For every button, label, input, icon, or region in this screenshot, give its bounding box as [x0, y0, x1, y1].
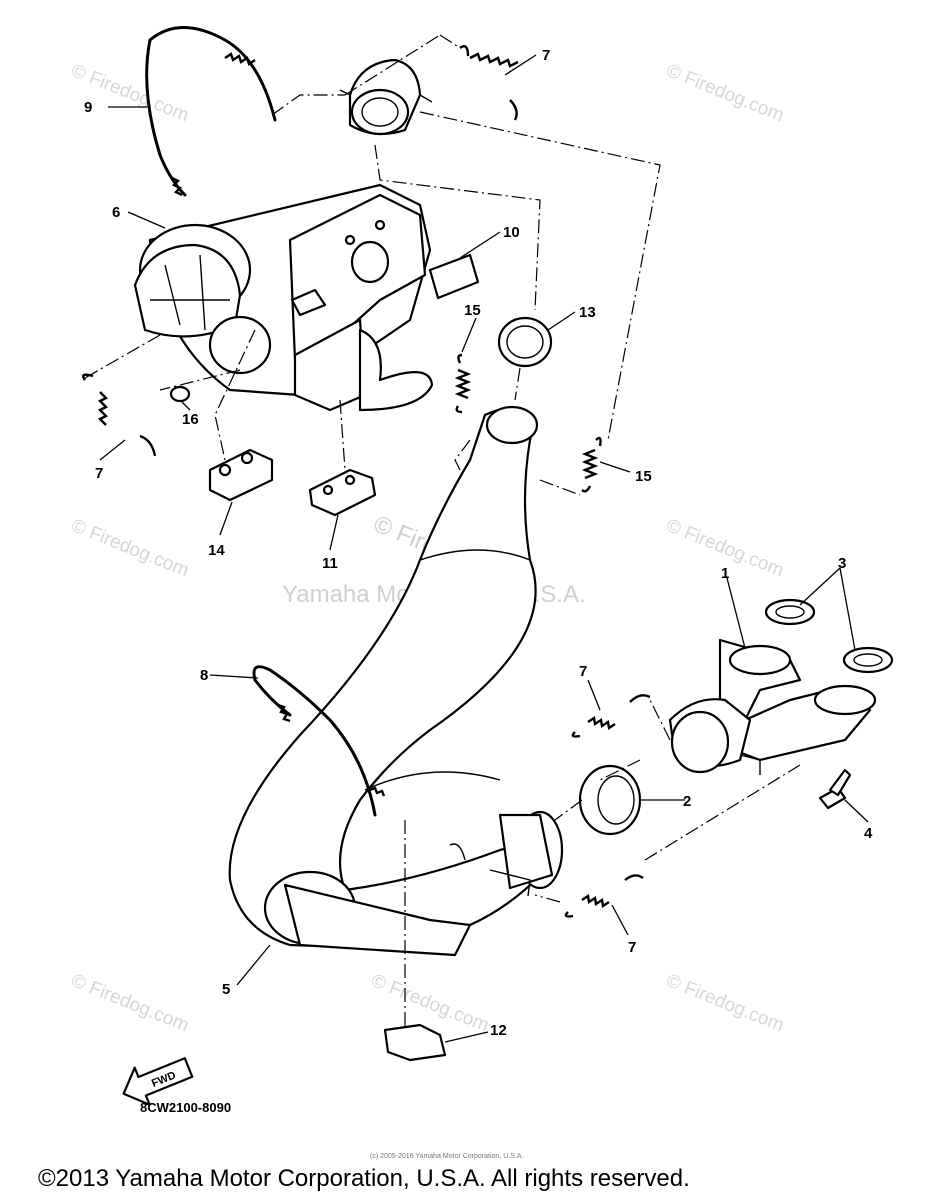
- wire-band-9: [145, 26, 277, 197]
- watermark: © Firedog.com: [663, 60, 787, 126]
- callout-7-top: 7: [542, 47, 550, 64]
- callout-7-left: 7: [95, 465, 103, 482]
- callout-7-bottom: 7: [628, 939, 636, 956]
- watermark: © Firedog.com: [663, 970, 787, 1036]
- copyright-footer: ©2013 Yamaha Motor Corporation, U.S.A. A…: [38, 1165, 690, 1192]
- callout-10: 10: [503, 224, 520, 241]
- callout-6: 6: [112, 204, 120, 221]
- callout-5: 5: [222, 981, 230, 998]
- callout-8: 8: [200, 667, 208, 684]
- callout-11: 11: [322, 555, 338, 572]
- watermark: © Firedog.com: [68, 970, 192, 1036]
- callout-4: 4: [864, 825, 873, 842]
- callout-12: 12: [490, 1022, 507, 1039]
- leader-lines: [99, 54, 869, 1043]
- damper-14: [208, 448, 274, 502]
- damper-11: [308, 468, 377, 517]
- wire-band-8: [252, 665, 386, 817]
- callout-15-right: 15: [635, 468, 652, 485]
- watermark: © Firedog.com: [68, 60, 192, 126]
- springs: [82, 45, 651, 918]
- callout-16: 16: [182, 411, 199, 428]
- gasket-3: [764, 598, 894, 674]
- callouts: 9 6 7 10 15 13 15 7 16 14 11 8 1 3 7 2 4…: [84, 47, 873, 1039]
- callout-7-middle: 7: [579, 663, 587, 680]
- callout-13: 13: [579, 304, 596, 321]
- diagram-code: 8CW2100-8090: [140, 1100, 231, 1115]
- callout-2: 2: [683, 793, 691, 810]
- expansion-pipe: [228, 405, 564, 957]
- callout-1: 1: [721, 565, 729, 582]
- callout-15-left: 15: [464, 302, 481, 319]
- callout-3: 3: [838, 555, 846, 572]
- silencer: [133, 183, 434, 412]
- watermark: © Firedog.com: [368, 970, 492, 1036]
- fine-print: (c) 2005-2016 Yamaha Motor Corporation, …: [370, 1153, 523, 1160]
- damper-10: [428, 253, 480, 300]
- watermark: © Firedog.com: [68, 515, 192, 581]
- muffler-joint: [339, 58, 433, 136]
- assembly-lines: [84, 34, 801, 1030]
- damper-12: [383, 1023, 447, 1062]
- fwd-arrow: FWD: [122, 1057, 194, 1106]
- callout-14: 14: [208, 542, 225, 559]
- bolt-4: [818, 768, 852, 810]
- o-ring-2: [578, 764, 642, 836]
- grommet-16: [169, 385, 191, 403]
- gasket-13: [497, 316, 553, 368]
- exhaust-joint: [668, 638, 877, 775]
- callout-9: 9: [84, 99, 92, 116]
